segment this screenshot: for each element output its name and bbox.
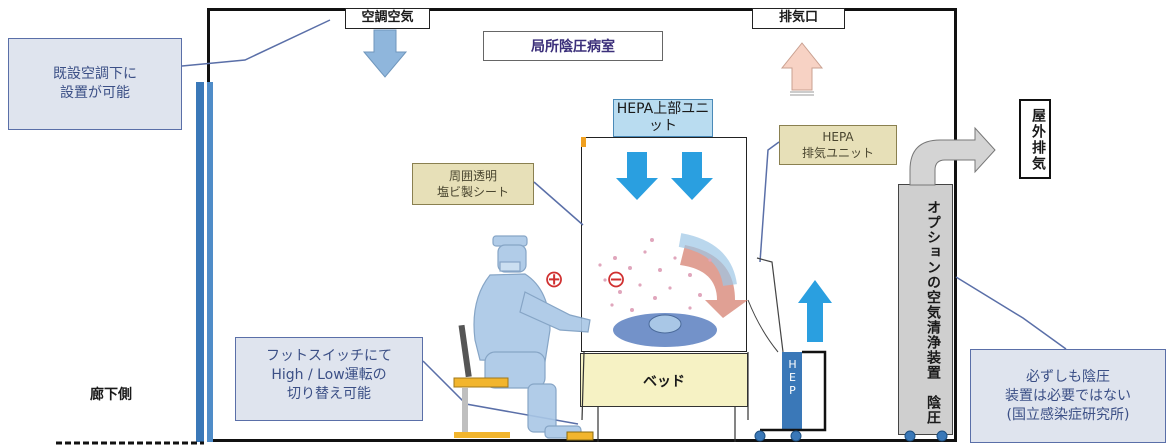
- corridor-wall: [196, 82, 204, 442]
- corridor-label: 廊下側: [90, 387, 132, 403]
- positive-pressure-symbol: ⊕: [544, 265, 565, 293]
- hep-label: HEP: [786, 358, 799, 397]
- outdoor-exhaust-text: 屋外排気: [1030, 108, 1046, 172]
- foot-switch-callout: フットスイッチにて High / Low運転の 切り替え可能: [235, 337, 423, 421]
- existing-ac-callout: 既設空調下に 設置が可能: [8, 38, 182, 130]
- room-title: 局所陰圧病室: [483, 31, 663, 61]
- sheet-callout: 周囲透明 塩ビ製シート: [412, 163, 534, 205]
- hepa-top-unit: HEPA上部ユニット: [613, 99, 713, 137]
- booth-enclosure: [581, 137, 747, 352]
- outdoor-exhaust-label: [1019, 99, 1051, 179]
- not-required-callout: 必ずしも陰圧 装置は必要ではない (国立感染症研究所): [970, 349, 1166, 443]
- not-required-leader: [955, 276, 1067, 350]
- hepa-exhaust-callout: HEPA 排気ユニット: [779, 125, 897, 165]
- negative-pressure-symbol: ⊖: [606, 265, 627, 293]
- corridor-wall-inner: [207, 82, 213, 442]
- air-cleaner-label: オプションの空気清浄装置 陰圧: [925, 200, 941, 425]
- bed-label: ベッド: [643, 374, 685, 390]
- exhaust-port-label: 排気口: [752, 8, 845, 29]
- booth-corner-marker: [581, 137, 586, 147]
- air-supply-label: 空調空気: [345, 8, 430, 29]
- air-cleaner-unit: [898, 184, 953, 435]
